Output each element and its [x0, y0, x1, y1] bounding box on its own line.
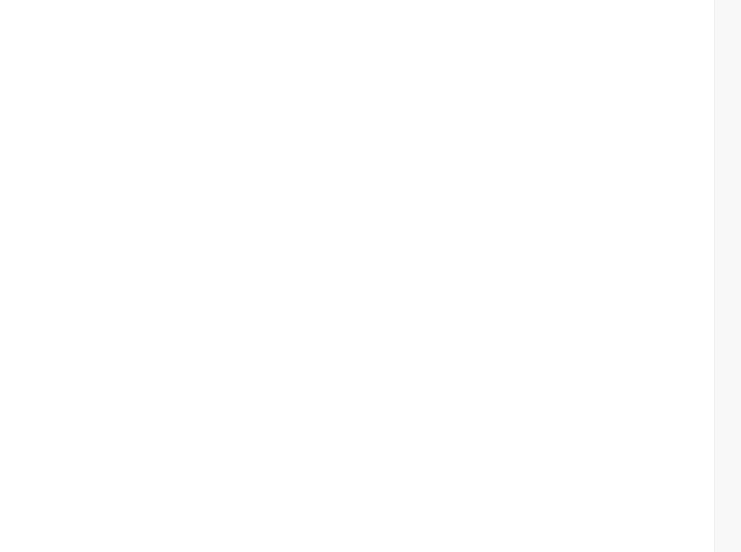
right-side-panel: [714, 0, 741, 552]
